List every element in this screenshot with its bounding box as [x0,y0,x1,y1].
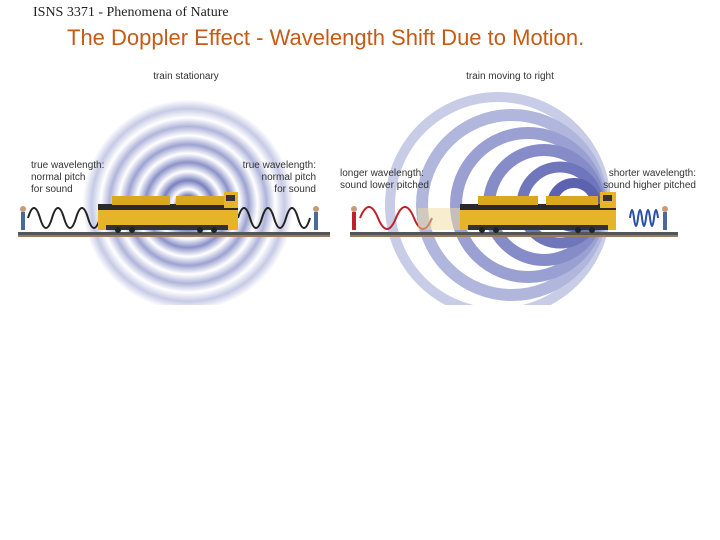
right-label-right-2: sound higher pitched [603,180,696,191]
left-track [18,232,330,237]
observer-right-1 [351,206,357,230]
train-moving [418,192,616,233]
train-stationary [98,192,238,233]
left-label-left-2: normal pitch [31,172,85,183]
left-label-right-1: true wavelength: [243,160,316,171]
left-label-left-3: for sound [31,184,73,195]
right-label-left-1: longer wavelength: [340,168,424,179]
left-wave-right [237,207,311,229]
right-track [350,232,678,237]
left-heading: train stationary [153,71,219,82]
doppler-illustration: train stationary true wavelength: normal… [18,71,696,305]
observer-left-1 [20,206,26,230]
left-label-left-1: true wavelength: [31,160,104,171]
right-label-right-1: shorter wavelength: [609,168,696,179]
course-title: ISNS 3371 - Phenomena of Nature [33,5,229,20]
left-wave-left [27,207,101,229]
left-label-right-3: for sound [274,184,316,195]
right-label-left-2: sound lower pitched [340,180,429,191]
left-label-right-2: normal pitch [262,172,316,183]
short-wave [629,209,659,227]
observer-right-2 [662,206,668,230]
right-heading: train moving to right [466,71,554,82]
slide-title: The Doppler Effect - Wavelength Shift Du… [67,25,585,50]
observer-left-2 [313,206,319,230]
